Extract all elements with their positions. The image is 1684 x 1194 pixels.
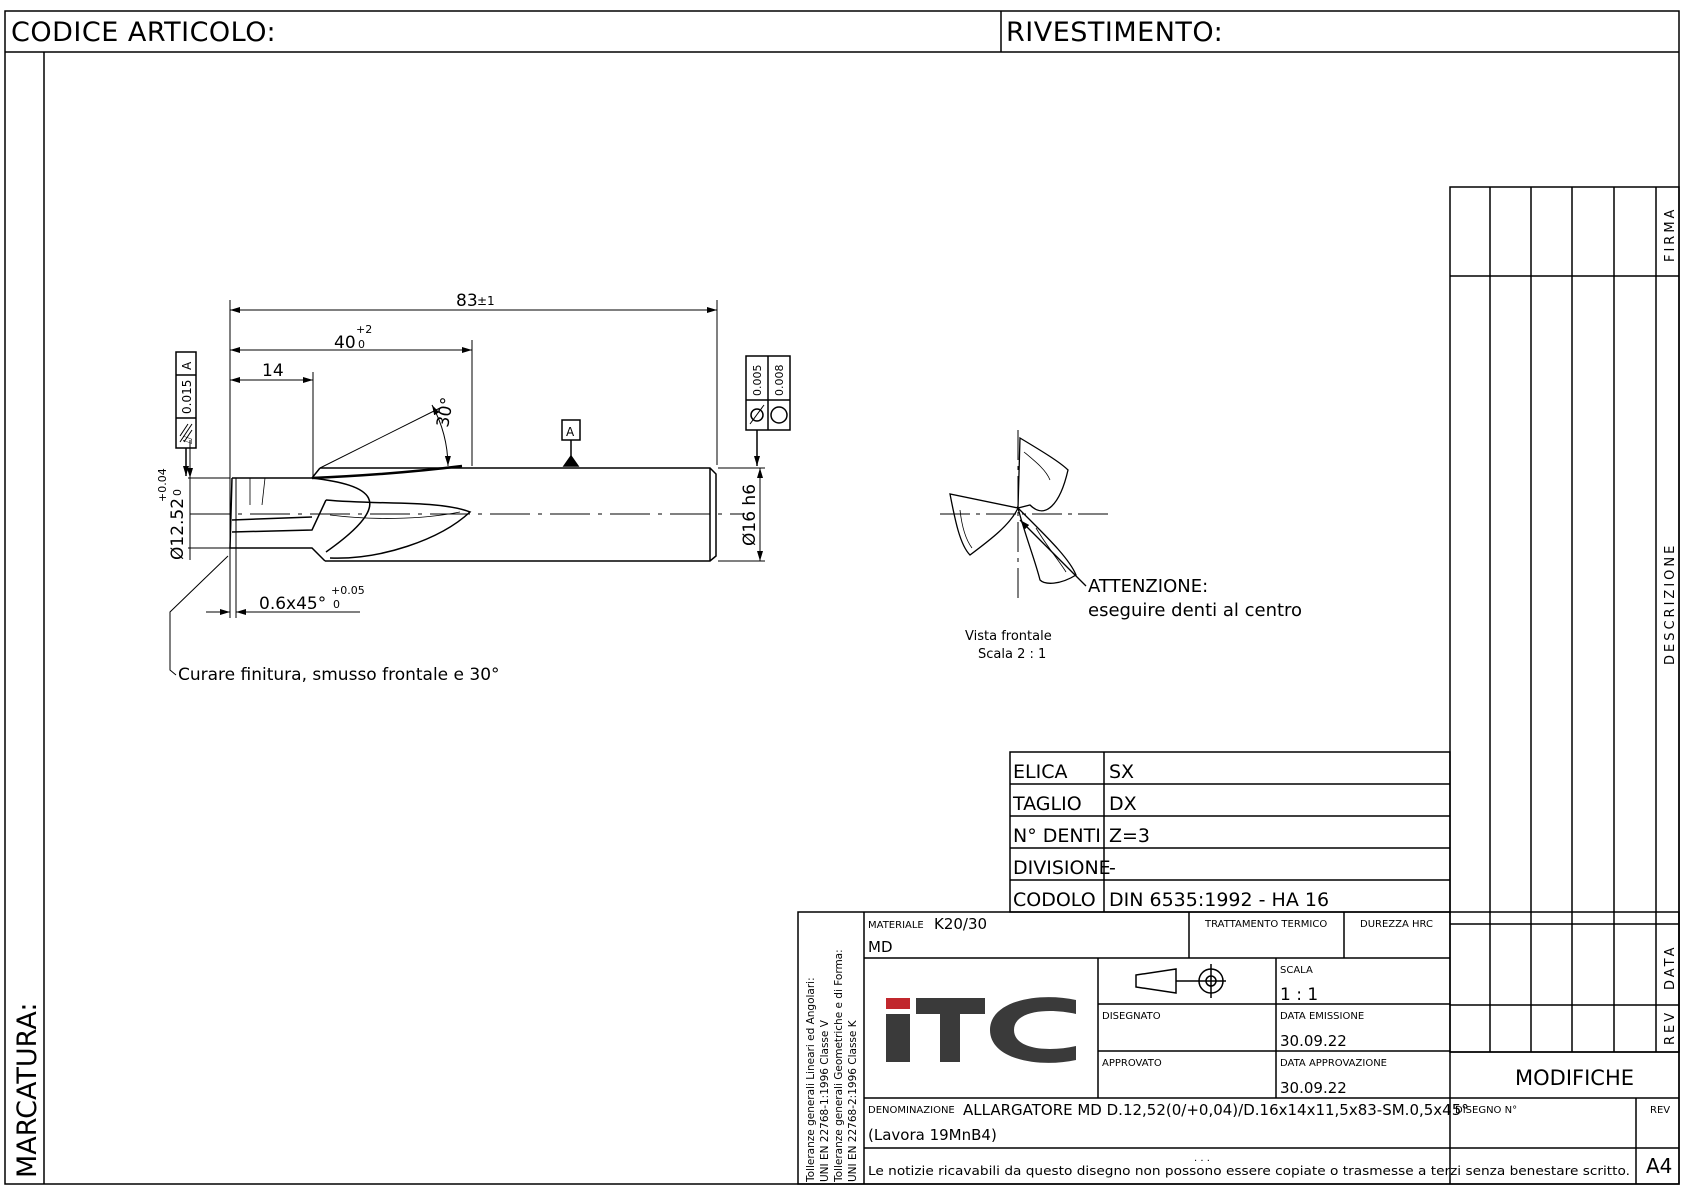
front-view [940,430,1110,600]
data-approvazione-value: 30.09.22 [1280,1079,1347,1097]
trattamento-label: TRATTAMENTO TERMICO [1204,919,1327,930]
tool-side-view [190,407,745,562]
codice-articolo-label: CODICE ARTICOLO: [11,17,277,48]
runout-icon: ⌰ [181,435,196,444]
marcatura-label: MARCATURA: [12,1003,43,1178]
data-emissione-label: DATA EMISSIONE [1280,1011,1364,1022]
front-view-label: Vista frontale [965,629,1052,644]
denominazione-label: DENOMINAZIONE [868,1105,955,1116]
dim-16-h6: Ø16 h6 [740,484,760,546]
attention-title: ATTENZIONE: [1088,576,1208,597]
spec-row-label: CODOLO [1013,889,1096,911]
materiale-label: MATERIALE [868,920,924,931]
tolerance-notes: Tolleranze generali Lineari ed Angolari:… [805,949,859,1183]
tolerance-line: UNI EN 22768-1:1996 Classe V [819,1019,831,1182]
dim-40-tol-lower: 0 [358,338,365,351]
materiale-value: K20/30 [934,915,987,933]
spec-row-label: ELICA [1013,761,1067,783]
dim-12-52-tol-upper: +0.04 [156,468,169,502]
dim-12-52-tol-lower: 0 [171,489,184,496]
ellipsis: . . . [1194,1153,1210,1164]
descrizione-label: DESCRIZIONE [1663,543,1678,665]
dim-40-tol-upper: +2 [356,323,372,336]
title-block [797,911,1680,1185]
footer-note: Le notizie ricavabili da questo disegno … [868,1164,1630,1178]
dim-chamfer-tol-upper: +0.05 [331,584,365,597]
disegnato-label: DISEGNATO [1102,1011,1161,1022]
modifiche-label: MODIFICHE [1515,1066,1634,1090]
scala-value: 1 : 1 [1280,985,1318,1005]
dim-chamfer: 0.6x45° [259,594,326,614]
dim-83: 83 [456,291,478,311]
revision-block [1449,186,1680,1053]
spec-row-value: SX [1109,761,1134,783]
denominazione-value-2: (Lavora 19MnB4) [868,1126,997,1144]
spec-row-label: DIVISIONE [1013,857,1111,879]
finish-note: Curare finitura, smusso frontale e 30° [178,665,500,685]
data-label: DATA [1663,945,1678,991]
firma-label: FIRMA [1663,207,1678,262]
circularity-value: 0.008 [773,365,786,397]
itc-logo [886,997,1076,1063]
denominazione-value: ALLARGATORE MD D.12,52(0/+0,04)/D.16x14x… [963,1101,1469,1119]
datum-a-symbol [561,419,581,467]
spec-row-value: DX [1109,793,1137,815]
spec-row-value: Z=3 [1109,825,1150,847]
tolerance-line: Tolleranze generali Geometriche e di For… [833,949,845,1183]
cylindricity-value: 0.005 [751,365,764,397]
spec-table-rows: ELICA SX TAGLIO DX N° DENTI Z=3DIVISIONE-CODO… [1012,761,1329,911]
spec-row-value: DIN 6535:1992 - HA 16 [1109,889,1329,911]
spec-row-value: - [1109,857,1116,879]
dimension-lines [169,300,765,676]
rev-label: REV [1650,1105,1670,1116]
spec-row-label: TAGLIO [1012,793,1082,815]
durezza-label: DUREZZA HRC [1360,919,1433,930]
dim-14: 14 [262,361,284,381]
projection-symbol-icon [1135,964,1226,998]
data-approvazione-label: DATA APPROVAZIONE [1280,1058,1387,1069]
dim-30-angle: 30° [433,396,458,429]
dim-83-tol: ±1 [477,294,495,308]
disegno-label: DISEGNO N° [1455,1105,1517,1116]
rev-label-side: REV [1663,1010,1678,1045]
spec-row-label: N° DENTI [1013,825,1101,847]
materiale-value-2: MD [868,938,893,956]
format-label: A4 [1646,1154,1672,1178]
approvato-label: APPROVATO [1102,1058,1162,1069]
dim-12-52: Ø12.52 [168,498,188,560]
runout-value: 0.015 [180,380,194,414]
rivestimento-label: RIVESTIMENTO: [1006,17,1224,48]
runout-frame [175,351,197,476]
form-tolerance-frame [745,355,791,466]
scala-label: SCALA [1280,965,1313,976]
datum-a-label: A [566,425,575,439]
dim-chamfer-tol-lower: 0 [333,598,340,611]
attention-text: eseguire denti al centro [1088,600,1302,621]
runout-datum: A [180,361,194,370]
tolerance-line: Tolleranze generali Lineari ed Angolari: [805,977,817,1183]
dim-40: 40 [334,333,356,353]
front-view-scale: Scala 2 : 1 [978,647,1046,662]
tolerance-line: UNI EN 22768-2:1996 Classe K [847,1019,859,1182]
data-emissione-value: 30.09.22 [1280,1032,1347,1050]
